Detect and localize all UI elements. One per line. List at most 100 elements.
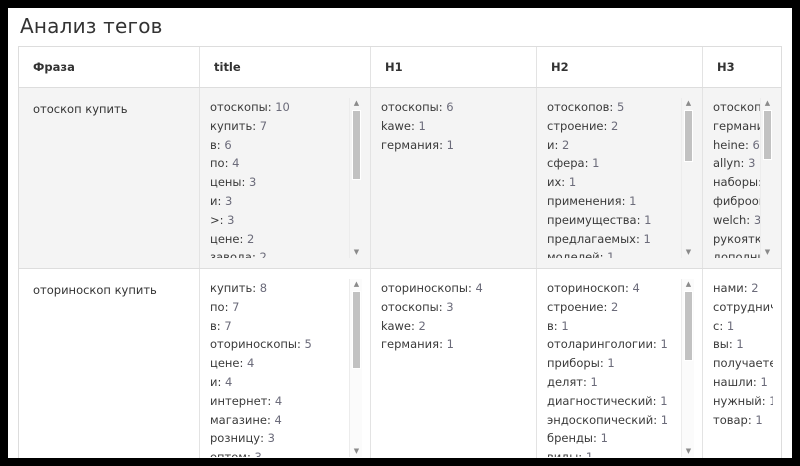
table-row: отоскоп купить отоскопы: 10 купить: 7 в:… — [19, 87, 781, 269]
scroll-up-icon[interactable]: ▲ — [764, 99, 771, 107]
word-count: 6 — [224, 137, 232, 152]
word-count: 1 — [660, 337, 668, 352]
word-text: оториноскоп — [547, 281, 625, 295]
word-text: отоскопы — [381, 299, 439, 314]
list-item: и: 4 — [210, 374, 233, 389]
list-item: строение: 2 — [547, 299, 619, 314]
word-count: 1 — [760, 374, 768, 389]
cell-phrase: отоскоп купить — [19, 87, 200, 269]
word-text: наборы — [713, 175, 759, 190]
word-count: 1 — [561, 318, 569, 333]
word-count: 2 — [259, 250, 267, 258]
scrollbar[interactable]: ▲ ▼ — [349, 98, 362, 258]
word-count: 1 — [644, 212, 652, 227]
scrollbar[interactable]: ▲ ▼ — [349, 279, 362, 457]
word-text: оториноскопы — [381, 281, 469, 295]
h3-word-list[interactable]: отоскопы: 11 германия: 9 heine: 6 allyn:… — [713, 98, 773, 258]
scroll-down-icon[interactable]: ▼ — [685, 248, 692, 256]
scrollbar[interactable]: ▲ ▼ — [681, 279, 694, 457]
word-text: германия — [381, 337, 440, 352]
phrase-text: оториноскоп купить — [33, 283, 157, 297]
list-item: германия: 1 — [381, 137, 454, 152]
list-item: предлагаемых: 1 — [547, 231, 651, 246]
word-list: отоскопы: 6 kawe: 1 германия: 1 — [381, 98, 528, 154]
list-item: нужный: 1 — [713, 392, 773, 411]
h1-word-list: оториноскопы: 4 отоскопы: 3 kawe: 2 герм… — [381, 279, 528, 457]
word-count: 4 — [225, 374, 233, 389]
scrollbar-thumb[interactable] — [763, 110, 772, 160]
column-header-title[interactable]: title — [199, 47, 371, 88]
word-list: купить: 8 по: 7 в: 7 оториноскопы: 5 цен… — [210, 279, 362, 457]
title-word-list[interactable]: купить: 8 по: 7 в: 7 оториноскопы: 5 цен… — [210, 279, 362, 457]
list-item: их: 1 — [547, 175, 577, 190]
word-text: отоскопы — [713, 100, 771, 114]
word-count: 4 — [475, 281, 483, 295]
list-item: по: 7 — [210, 299, 240, 314]
column-header-h2[interactable]: H2 — [536, 47, 703, 88]
word-count: 1 — [446, 137, 454, 152]
word-text: товар — [713, 412, 748, 427]
word-text: завода — [210, 250, 252, 258]
word-text: отоскопы — [381, 100, 439, 114]
scroll-up-icon[interactable]: ▲ — [685, 280, 692, 288]
title-word-list[interactable]: отоскопы: 10 купить: 7 в: 6 по: 4 цены: … — [210, 98, 362, 258]
list-item: купить: 7 — [210, 118, 268, 133]
word-count: 1 — [568, 175, 577, 190]
list-item: виды: 1 — [547, 448, 694, 457]
word-list: отоскопов: 5 строение: 2 и: 2 сфера: 1 и… — [547, 98, 694, 258]
word-text: фиброоптические — [713, 193, 773, 208]
list-item: >: 3 — [210, 212, 235, 227]
h2-word-list[interactable]: оториноскоп: 4 строение: 2 в: 1 отоларин… — [547, 279, 694, 457]
word-text: применения — [547, 193, 622, 208]
app-frame: Анализ тегов Фраза title H1 H2 H3 отоско… — [8, 8, 792, 458]
column-header-h1[interactable]: H1 — [370, 47, 537, 88]
word-text: германия — [381, 137, 440, 152]
scroll-down-icon[interactable]: ▼ — [353, 248, 360, 256]
word-text: в — [210, 137, 217, 152]
scroll-down-icon[interactable]: ▼ — [685, 447, 692, 455]
list-item: в: 1 — [547, 318, 569, 333]
list-item: kawe: 1 — [381, 118, 426, 133]
word-text: kawe — [381, 318, 411, 333]
word-text: строение — [547, 118, 604, 133]
word-count: 3 — [227, 212, 235, 227]
list-item: делят: 1 — [547, 374, 598, 389]
word-text: цене — [210, 231, 240, 246]
word-text: kawe — [381, 118, 411, 133]
list-item: получаете: 1 — [713, 354, 773, 373]
list-item: в: 6 — [210, 137, 232, 152]
column-header-h3[interactable]: H3 — [702, 47, 781, 88]
scrollbar[interactable]: ▲ ▼ — [681, 98, 694, 258]
scrollbar[interactable]: ▲ ▼ — [760, 98, 773, 258]
word-text: отоскопы — [210, 100, 268, 114]
list-item: оториноскопы: 5 — [210, 337, 312, 352]
scrollbar-thumb[interactable] — [352, 110, 361, 180]
list-item: с: 1 — [713, 318, 735, 333]
scroll-down-icon[interactable]: ▼ — [353, 447, 360, 455]
h2-word-list[interactable]: отоскопов: 5 строение: 2 и: 2 сфера: 1 и… — [547, 98, 694, 258]
word-count: 1 — [586, 450, 593, 457]
list-item: allyn: 3 — [713, 156, 756, 171]
scroll-up-icon[interactable]: ▲ — [353, 280, 360, 288]
word-text: получаете — [713, 356, 773, 371]
list-item: купить: 8 — [210, 281, 268, 295]
scrollbar-thumb[interactable] — [352, 291, 361, 369]
list-item: эндоскопический: 1 — [547, 412, 669, 427]
word-count: 3 — [225, 193, 233, 208]
scroll-up-icon[interactable]: ▲ — [685, 99, 692, 107]
word-count: 1 — [660, 412, 669, 427]
scrollbar-thumb[interactable] — [684, 110, 693, 162]
list-item: преимущества: 1 — [547, 212, 652, 227]
scroll-up-icon[interactable]: ▲ — [353, 99, 360, 107]
word-text: строение — [547, 299, 604, 314]
list-item: диагностический: 1 — [547, 393, 668, 408]
cell-h2: отоскопов: 5 строение: 2 и: 2 сфера: 1 и… — [536, 87, 703, 269]
word-text: welch — [713, 212, 747, 227]
column-header-phrase[interactable]: Фраза — [19, 47, 200, 88]
list-item: магазине: 4 — [210, 412, 282, 427]
scroll-down-icon[interactable]: ▼ — [764, 248, 771, 256]
scrollbar-thumb[interactable] — [684, 291, 693, 361]
word-text: по — [210, 156, 225, 171]
word-text: их — [547, 175, 562, 190]
list-item: бренды: 1 — [547, 431, 608, 446]
